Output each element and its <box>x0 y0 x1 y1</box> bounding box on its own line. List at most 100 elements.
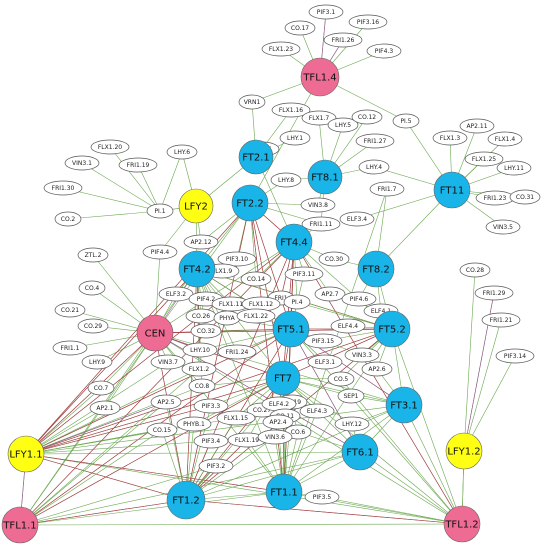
small-node-label: PIF3.2 <box>207 463 226 470</box>
small-node-shape <box>358 159 390 175</box>
small-node-label: FLX1.3 <box>440 135 461 142</box>
hub-node-shape <box>166 480 206 520</box>
small-node-shape <box>361 361 393 377</box>
small-node-label: PI.4 <box>291 299 302 306</box>
small-node-shape <box>481 312 521 328</box>
edge <box>185 409 263 501</box>
small-node-label: FRI1.7 <box>378 186 397 193</box>
edge <box>25 453 285 493</box>
small-node-shape <box>43 180 83 196</box>
hub-node-label: CEN <box>145 329 166 340</box>
small-node-shape <box>495 348 535 364</box>
small-node: FRI1.1 <box>52 340 88 356</box>
hub-node: FT5.1 <box>272 310 310 348</box>
small-node-shape <box>284 266 324 282</box>
small-node-label: FRI1.11 <box>310 221 333 228</box>
small-node: ZTL.2 <box>77 247 109 263</box>
edge <box>196 268 285 493</box>
small-node: AP2.6 <box>361 361 393 377</box>
hub-node-shape <box>272 310 310 348</box>
small-node-shape <box>299 403 335 419</box>
small-node-label: CO.14 <box>247 276 265 283</box>
small-node-label: PIF3.16 <box>357 19 379 26</box>
hub-node: FT1.2 <box>166 480 206 520</box>
small-node-label: FLX1.9 <box>212 268 233 275</box>
hub-node: FT5.2 <box>373 310 411 348</box>
hub-node-shape <box>443 505 481 543</box>
small-node: CO.7 <box>87 380 115 396</box>
hub-node-label: TFL1.4 <box>302 73 336 84</box>
hub-node: FT11 <box>433 171 471 209</box>
small-node-shape <box>54 302 86 318</box>
small-node-label: FRI1.24 <box>226 349 249 356</box>
small-node: AP2.12 <box>183 234 219 250</box>
small-node-shape <box>87 380 115 396</box>
small-node-label: CO.31 <box>516 194 534 201</box>
small-node-label: LHY.8 <box>278 177 294 184</box>
hub-node-label: LFY1.2 <box>447 447 480 458</box>
small-node: PIF3.11 <box>284 266 324 282</box>
small-node: FLX1.3 <box>432 130 468 146</box>
small-node-shape <box>330 318 366 334</box>
small-node-shape <box>198 458 234 474</box>
edge <box>19 377 284 526</box>
small-node: ELF4.4 <box>330 318 366 334</box>
edge <box>154 241 295 334</box>
small-node: FRI1.19 <box>118 157 158 173</box>
hub-node-label: FT2.1 <box>242 153 270 164</box>
small-node-label: LHY.11 <box>504 165 524 172</box>
small-node-shape <box>238 94 266 110</box>
small-node-label: ELF3.2 <box>166 291 186 298</box>
small-node-shape <box>314 286 346 302</box>
small-node: LHY.9 <box>81 354 113 370</box>
small-node-shape <box>304 489 340 505</box>
small-node-label: AP2.7 <box>321 291 338 298</box>
hub-node-label: FT3.1 <box>390 401 418 412</box>
small-node: PIF3.2 <box>198 458 234 474</box>
hub-node-label: TFL1.2 <box>444 520 478 531</box>
small-node: PIF3.1 <box>308 4 344 20</box>
small-node-shape <box>283 294 311 310</box>
hub-node-label: FT11 <box>440 186 464 197</box>
small-node-label: CO.15 <box>153 427 171 434</box>
small-node-label: FLX1.11 <box>219 301 243 308</box>
small-node-label: CO.4 <box>85 285 100 292</box>
small-node-shape <box>90 139 130 155</box>
small-node-shape <box>327 371 355 387</box>
small-node: FLX1.7 <box>301 110 337 126</box>
small-node-label: LHY.12 <box>342 421 362 428</box>
hub-node-shape <box>300 57 340 97</box>
hub-node: CEN <box>136 314 174 352</box>
small-node-label: FLX1.19 <box>235 437 259 444</box>
edge <box>19 491 285 526</box>
small-node: PIF3.10 <box>217 251 257 267</box>
edge <box>154 332 284 379</box>
hub-node: FT4.2 <box>178 250 216 288</box>
small-node-label: FRI1.30 <box>52 185 75 192</box>
small-node: FRI1.29 <box>474 285 514 301</box>
small-node-label: ELF4.4 <box>338 323 358 330</box>
small-node-shape <box>77 318 109 334</box>
small-node: FRI1.21 <box>481 312 521 328</box>
small-node: CO.2 <box>54 211 82 227</box>
hub-node-label: FT6.1 <box>346 448 374 459</box>
small-node: ELF3.1 <box>307 354 343 370</box>
small-node: FLX1.23 <box>261 41 301 57</box>
hub-node: FT1.1 <box>265 473 303 511</box>
small-node: PI.5 <box>392 113 420 129</box>
small-node-shape <box>459 262 491 278</box>
small-node-shape <box>355 133 395 149</box>
small-node-shape <box>257 429 293 445</box>
edge <box>185 451 361 501</box>
edge <box>25 377 284 455</box>
small-node-label: FRI1 <box>274 295 287 302</box>
small-node-label: FRI1.1 <box>61 345 80 352</box>
small-node-label: FLX1.15 <box>224 415 248 422</box>
small-node-label: LHY.4 <box>366 164 382 171</box>
small-node-label: PIF3.11 <box>293 271 315 278</box>
small-node-label: CO.30 <box>325 256 343 263</box>
hub-node-label: TFL1.1 <box>2 521 36 532</box>
small-node-shape <box>496 160 532 176</box>
small-node: VIN3.6 <box>257 429 293 445</box>
hub-node: FT2.1 <box>238 139 274 175</box>
